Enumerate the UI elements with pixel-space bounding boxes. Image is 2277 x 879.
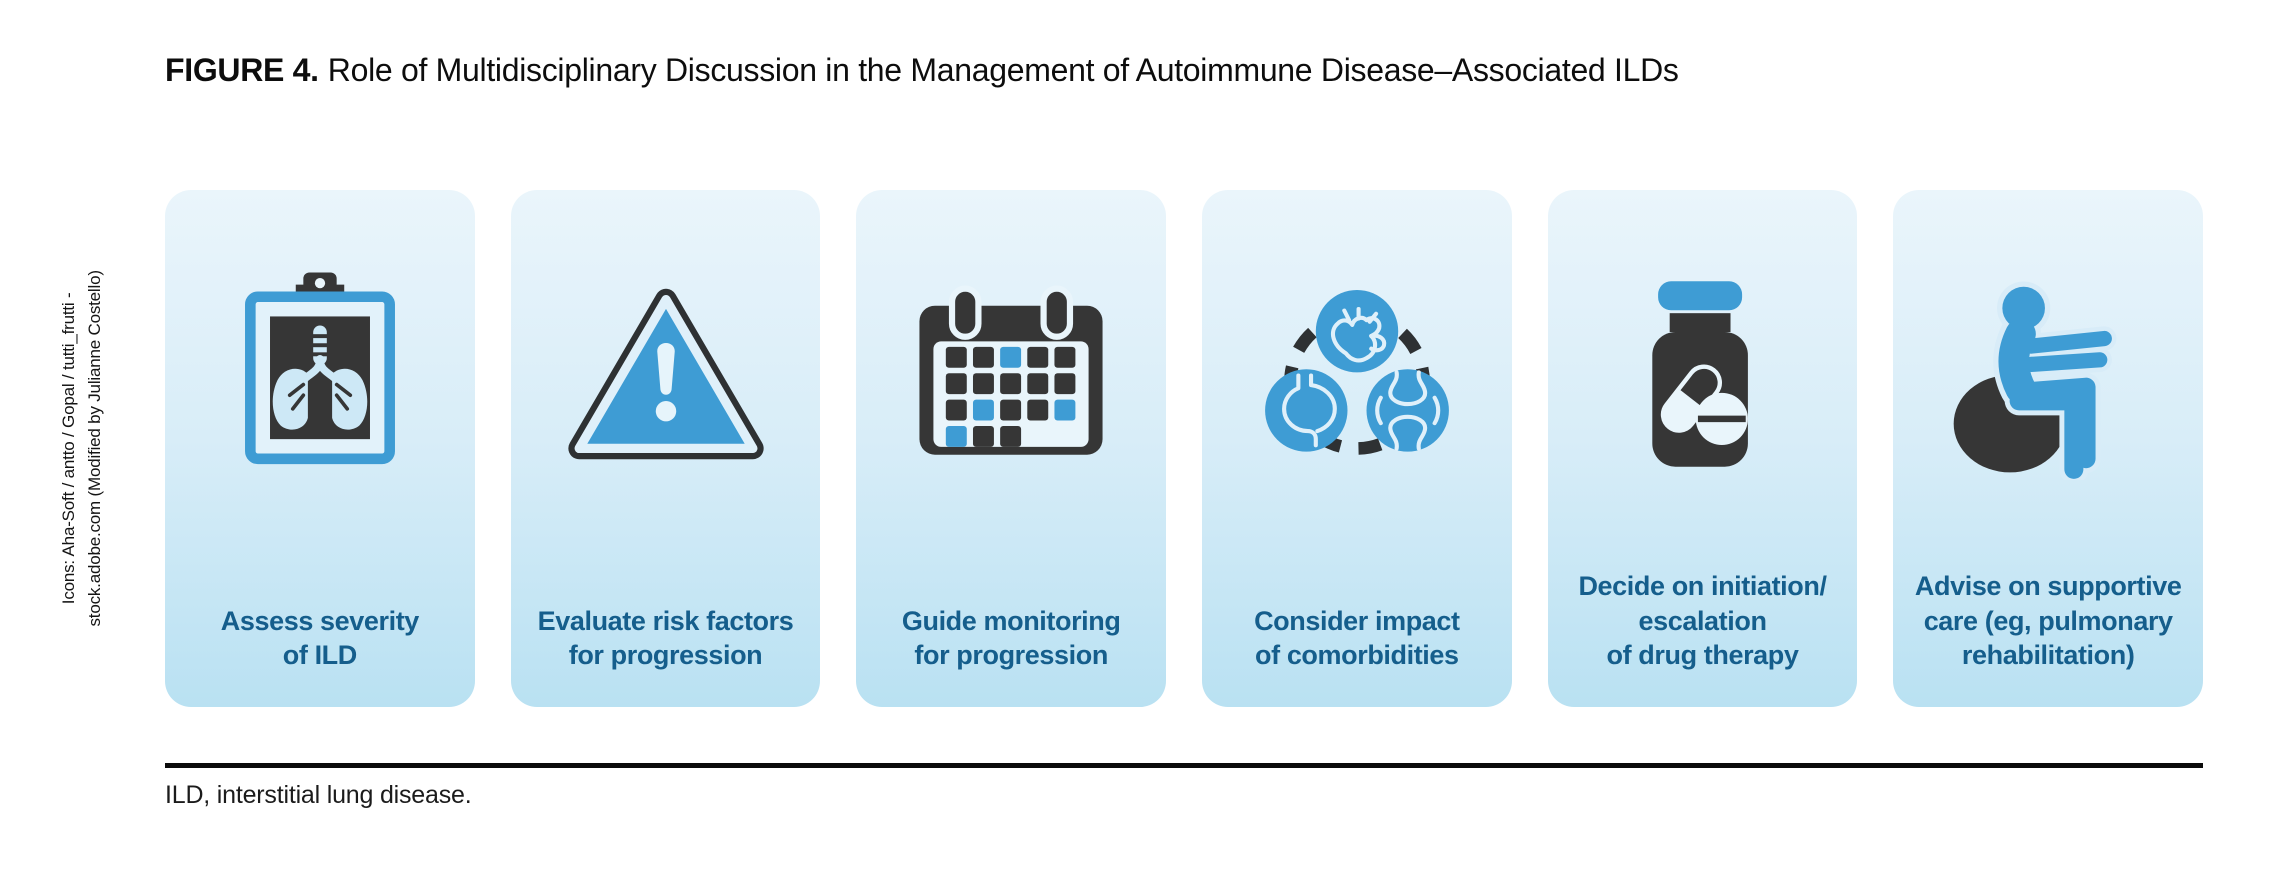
calendar-icon [919, 285, 1103, 455]
icon-credit: Icons: Aha-Soft / antto / Gopal / tutti_… [28, 190, 136, 707]
card-label: Assess severity of ILD [220, 605, 420, 671]
rehab-exercise-ball-icon [1953, 281, 2117, 480]
stomach-glyph [1281, 373, 1318, 447]
figure-title: FIGURE 4.Role of Multidisciplinary Discu… [165, 52, 1679, 89]
card-label: Advise on supportive care (eg, pulmonary… [1914, 571, 2182, 671]
card-assess-severity: Assess severity of ILD [165, 190, 475, 707]
card-row: Assess severity of ILD Evaluate risk fac… [165, 190, 2204, 707]
card-label: Evaluate risk factors for progression [537, 605, 794, 671]
card-evaluate-risk-factors: Evaluate risk factors for progression [510, 190, 821, 707]
footnote-text: ILD, interstitial lung disease. [165, 781, 472, 809]
card-drug-therapy: Decide on initiation/ escalation of drug… [1547, 190, 1858, 707]
icon-credit-text: Icons: Aha-Soft / antto / Gopal / tutti_… [56, 270, 109, 626]
footnote-divider [165, 763, 2203, 768]
warning-triangle-icon [567, 288, 764, 459]
card-label: Guide monitoring for progression [901, 605, 1121, 671]
figure-title-text: Role of Multidisciplinary Discussion in … [327, 52, 1679, 88]
card-label: Decide on initiation/ escalation of drug… [1578, 571, 1827, 671]
card-supportive-care: Advise on supportive care (eg, pulmonary… [1893, 190, 2204, 707]
joint-glyph [1388, 369, 1428, 406]
pill-bottle-icon [1651, 280, 1748, 467]
icon-credit-line-1: Icons: Aha-Soft / antto / Gopal / tutti_… [58, 292, 78, 605]
lung-xray-clipboard-icon [244, 272, 395, 464]
card-label: Consider impact of comorbidities [1254, 605, 1460, 671]
heart-glyph [1330, 315, 1382, 362]
card-guide-monitoring: Guide monitoring for progression [856, 190, 1167, 707]
comorbidities-cycle-icon [1264, 289, 1449, 455]
icon-credit-line-2: stock.adobe.com (Modified by Julianne Co… [85, 270, 105, 627]
card-comorbidities: Consider impact of comorbidities [1202, 190, 1512, 707]
figure-number-label: FIGURE 4. [165, 52, 319, 88]
joint-circle [1366, 368, 1449, 452]
